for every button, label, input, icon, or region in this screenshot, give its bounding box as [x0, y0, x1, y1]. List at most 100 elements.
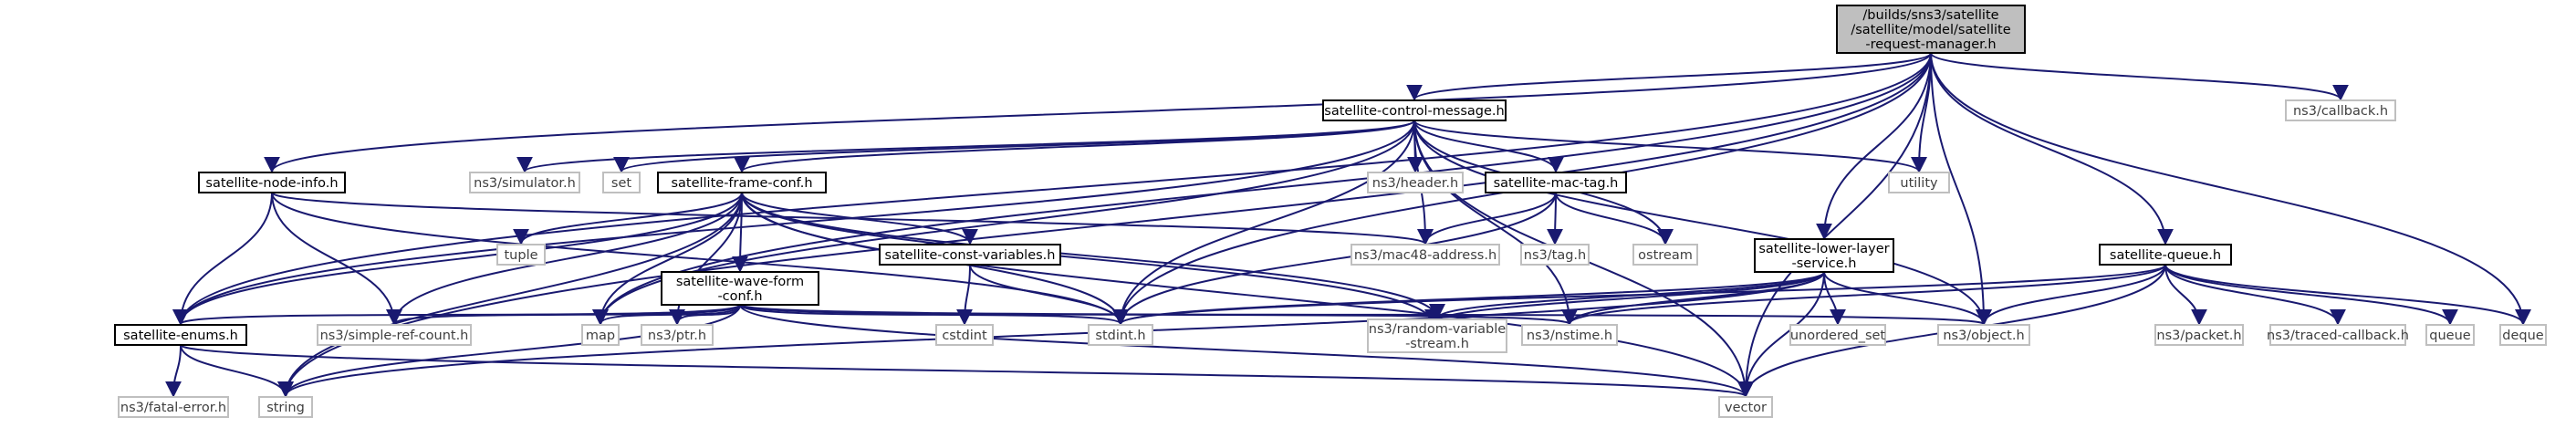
edge-line	[1930, 52, 1992, 326]
node-ostream: ostream	[1632, 244, 1698, 266]
edge-ctrl-to-mactag	[1413, 120, 1564, 173]
node-utility: utility	[1888, 172, 1950, 193]
node-ptr: ns3/ptr.h	[641, 324, 714, 346]
node-label: ostream	[1638, 248, 1693, 263]
node-waveform[interactable]: satellite-wave-form-conf.h	[661, 271, 819, 306]
edge-frameconf-to-tuple	[513, 192, 743, 245]
node-root[interactable]: /builds/sns3/satellite/satellite/model/s…	[1836, 5, 2026, 54]
edge-line	[1816, 52, 1932, 240]
edge-waveform-to-simplerefcount	[386, 304, 741, 326]
edge-line	[1561, 264, 2166, 326]
node-box	[1937, 324, 2030, 346]
node-label: unordered_set	[1790, 329, 1886, 343]
node-label: vector	[1725, 401, 1767, 415]
node-label: -conf.h	[717, 289, 762, 304]
node-frameconf[interactable]: satellite-frame-conf.h	[657, 172, 827, 193]
edge-waveform-to-enums	[172, 304, 741, 326]
node-box	[496, 244, 546, 266]
node-box	[661, 271, 819, 306]
edge-ctrl-to-utility	[1413, 120, 1927, 173]
edge-frameconf-to-simplerefcount	[386, 192, 743, 326]
node-set: set	[602, 172, 641, 193]
node-label: satellite-wave-form	[676, 275, 804, 289]
edge-line	[277, 192, 743, 398]
node-deque: deque	[2499, 324, 2547, 346]
edge-line	[516, 120, 1415, 173]
node-box	[935, 324, 994, 346]
edge-line	[277, 271, 1825, 398]
node-simplerefcount: ns3/simple-ref-count.h	[317, 324, 472, 346]
edge-line	[513, 192, 743, 245]
node-box	[2285, 99, 2396, 121]
node-box	[1367, 318, 1507, 353]
node-box	[1322, 99, 1507, 121]
edge-waveform-to-vector	[739, 304, 1754, 398]
edge-line	[1413, 120, 1927, 173]
node-tracedcb: ns3/traced-callback.h	[2267, 324, 2409, 346]
edge-frameconf-to-randomvar	[741, 192, 1445, 320]
node-label: satellite-lower-layer	[1758, 242, 1889, 256]
edge-line	[2164, 264, 2346, 326]
edge-frameconf-to-vector	[741, 192, 1754, 398]
edge-line	[172, 52, 1932, 326]
edge-waveform-to-object	[739, 304, 1991, 326]
edge-line	[741, 192, 1754, 398]
edge-root-to-ctrl	[1406, 52, 1932, 101]
edge-line	[1930, 52, 2531, 326]
node-box	[2269, 324, 2406, 346]
node-box	[1520, 244, 1590, 266]
edge-root-to-nodeinfo	[264, 52, 1932, 173]
node-mactag[interactable]: satellite-mac-tag.h	[1485, 172, 1627, 193]
edge-line	[1406, 52, 1932, 101]
edge-line	[1413, 120, 1992, 326]
node-queue[interactable]: satellite-queue.h	[2099, 244, 2232, 266]
edge-line	[2164, 264, 2531, 326]
edge-line	[739, 304, 1754, 398]
edge-line	[1930, 52, 2174, 245]
edge-frameconf-to-constvars	[741, 192, 978, 245]
edge-queue-to-packet	[2164, 264, 2207, 326]
node-packet: ns3/packet.h	[2154, 324, 2244, 346]
node-label: ns3/callback.h	[2293, 104, 2388, 119]
node-label: satellite-enums.h	[123, 329, 238, 343]
node-label: /satellite/model/satellite	[1851, 23, 2010, 37]
edge-line	[1976, 264, 2166, 326]
node-callback: ns3/callback.h	[2285, 99, 2396, 121]
edge-root-to-lowerlayer	[1816, 52, 1932, 240]
node-lowerlayer[interactable]: satellite-lower-layer-service.h	[1754, 238, 1894, 273]
edge-line	[734, 120, 1415, 173]
node-nstime: ns3/nstime.h	[1521, 324, 1618, 346]
node-label: ns3/tag.h	[1524, 248, 1586, 263]
node-box	[1351, 244, 1500, 266]
edge-line	[1555, 192, 1674, 245]
edge-line	[1112, 192, 1557, 326]
edge-queue-to-tracedcb	[2164, 264, 2346, 326]
node-fatalerror: ns3/fatal-error.h	[118, 396, 229, 418]
edge-nodeinfo-to-enums	[172, 192, 273, 326]
node-label: ns3/object.h	[1943, 329, 2024, 343]
node-tag: ns3/tag.h	[1520, 244, 1590, 266]
node-unorderedset: unordered_set	[1789, 324, 1886, 346]
node-ctrl[interactable]: satellite-control-message.h	[1322, 99, 1507, 121]
edge-frameconf-to-sstream	[741, 192, 1441, 326]
node-box	[258, 396, 313, 418]
edge-nodeinfo-to-simplerefcount	[271, 192, 402, 326]
node-enums[interactable]: satellite-enums.h	[114, 324, 247, 346]
node-box	[2154, 324, 2244, 346]
node-box	[879, 244, 1061, 266]
edge-line	[741, 192, 978, 245]
node-nodeinfo[interactable]: satellite-node-info.h	[198, 172, 346, 193]
node-box	[641, 324, 714, 346]
edge-frameconf-to-enums	[172, 192, 743, 326]
node-box	[1718, 396, 1773, 418]
edge-line	[172, 304, 741, 326]
node-box	[2099, 244, 2232, 266]
node-box	[118, 396, 229, 418]
node-box	[657, 172, 827, 193]
edge-line	[271, 192, 402, 326]
node-box	[2425, 324, 2475, 346]
node-cstdint: cstdint	[935, 324, 994, 346]
node-constvars[interactable]: satellite-const-variables.h	[879, 244, 1061, 266]
edge-line	[1413, 120, 1578, 326]
